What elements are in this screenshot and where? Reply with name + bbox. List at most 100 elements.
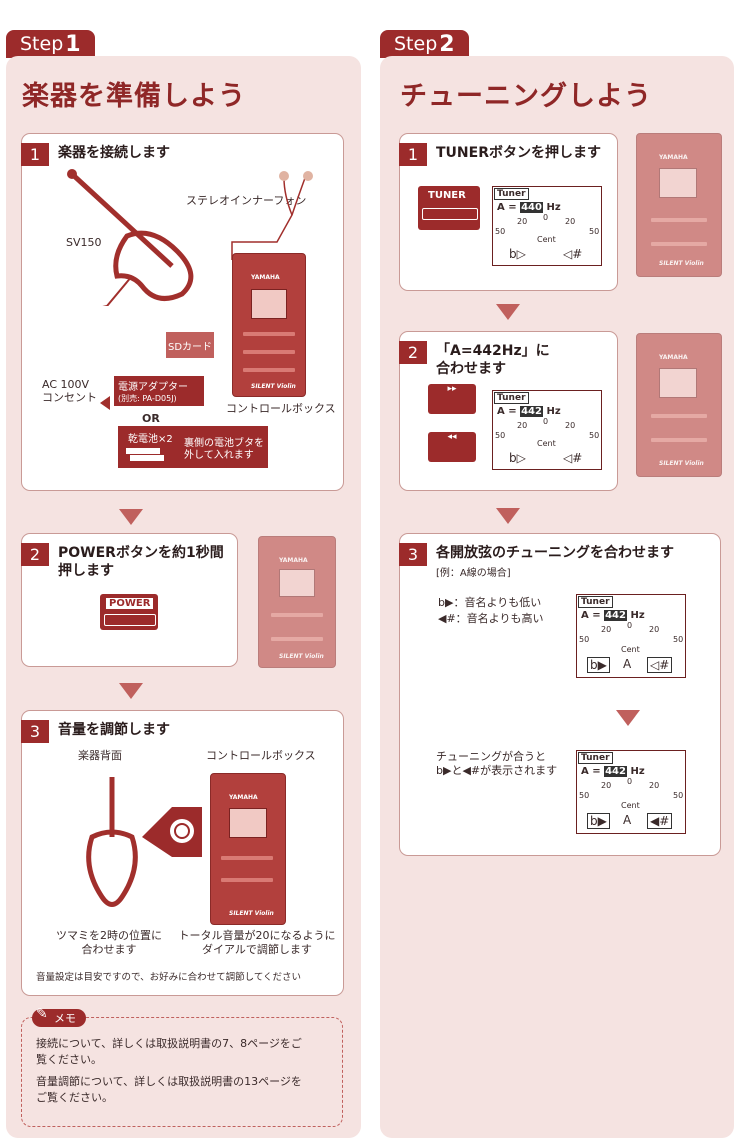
device-brand: YAMAHA bbox=[251, 274, 280, 281]
knob-note: ツマミを2時の位置に 合わせます bbox=[56, 929, 162, 956]
card-title: TUNERボタンを押します bbox=[436, 145, 601, 161]
or-label: OR bbox=[142, 412, 160, 425]
device-buttons bbox=[651, 218, 707, 222]
ac-outlet-label: AC 100V コンセント bbox=[42, 378, 97, 404]
device-buttons bbox=[651, 242, 707, 246]
device-logo: SILENT Violin bbox=[659, 260, 704, 267]
lcd-tick: 0 bbox=[543, 417, 549, 426]
lcd-a-prefix: A = bbox=[581, 610, 601, 621]
down-arrow-icon bbox=[616, 710, 640, 726]
lcd-flat-on: b▶ bbox=[587, 813, 610, 829]
control-box-label: コントロールボックス bbox=[226, 402, 336, 415]
lcd-flat-on: b▶ bbox=[587, 657, 610, 673]
memo-box: メモ ✎ 接続について、詳しくは取扱説明書の7、8ページをご 覧ください。 音量… bbox=[21, 1006, 343, 1127]
model-label: SV150 bbox=[66, 236, 102, 249]
device-logo: SILENT Violin bbox=[251, 383, 296, 390]
memo-item: 音量調節について、詳しくは取扱説明書の13ページを ご覧ください。 bbox=[36, 1075, 302, 1104]
down-button[interactable]: ◂◂ bbox=[428, 432, 476, 462]
control-box-device: YAMAHA SILENT Violin bbox=[232, 253, 306, 397]
frequency-card: 2 「A=442Hz」に 合わせます ▸▸ ◂◂ Tuner A = 442 H… bbox=[399, 331, 618, 491]
step1-tab-num: 1 bbox=[65, 31, 81, 57]
lcd-a-prefix: A = bbox=[497, 202, 517, 213]
device-brand: YAMAHA bbox=[659, 154, 688, 161]
instrument-back-caption: 楽器背面 bbox=[78, 749, 122, 762]
battery-note: 裏側の電池ブタを 外して入れます bbox=[184, 438, 264, 461]
step2-tab-word: Step bbox=[394, 33, 438, 55]
tuner-lcd: Tuner A = 442 Hz 50 20 0 20 50 Cent b▶ A… bbox=[576, 750, 686, 834]
battery-label: 乾電池×2 bbox=[128, 434, 173, 445]
lcd-tuner-label: Tuner bbox=[578, 752, 613, 764]
lcd-frequency: A = 442 Hz bbox=[497, 406, 561, 417]
lcd-hz: Hz bbox=[546, 406, 561, 417]
lcd-cent: Cent bbox=[621, 801, 640, 810]
lcd-tick: 50 bbox=[495, 227, 506, 236]
lcd-flat: b▷ bbox=[509, 247, 526, 261]
control-box-device: YAMAHA SILENT Violin bbox=[210, 773, 286, 925]
control-box-device: YAMAHA SILENT Violin bbox=[636, 333, 722, 477]
card-number: 2 bbox=[399, 341, 427, 364]
power-button[interactable]: POWER bbox=[100, 594, 158, 630]
dial-note: トータル音量が20になるように ダイアルで調節します bbox=[178, 929, 336, 956]
lcd-tick: 20 bbox=[649, 781, 660, 790]
device-screen bbox=[251, 289, 287, 319]
lcd-tick: 50 bbox=[673, 791, 684, 800]
device-logo: SILENT Violin bbox=[279, 653, 324, 660]
lcd-hz: Hz bbox=[630, 766, 645, 777]
device-buttons bbox=[221, 856, 273, 860]
card-number: 3 bbox=[399, 543, 427, 566]
button-slot bbox=[104, 614, 156, 626]
device-buttons bbox=[271, 637, 323, 641]
lcd-tick: 20 bbox=[565, 217, 576, 226]
volume-footnote: 音量設定は目安ですので、お好みに合わせて調節してください bbox=[36, 972, 302, 983]
up-button[interactable]: ▸▸ bbox=[428, 384, 476, 414]
device-brand: YAMAHA bbox=[229, 794, 258, 801]
lcd-tick: 20 bbox=[517, 217, 528, 226]
example-label: [例：A線の場合] bbox=[436, 568, 511, 579]
tuner-lcd: Tuner A = 442 Hz 50 20 0 20 50 Cent b▶ A… bbox=[576, 594, 686, 678]
battery-box: 乾電池×2 裏側の電池ブタを 外して入れます bbox=[118, 426, 268, 468]
volume-card: 3 音量を調節します 楽器背面 コントロールボックス YAMAHA SILENT… bbox=[21, 710, 344, 996]
pen-icon: ✎ bbox=[36, 1006, 48, 1022]
lcd-frequency: A = 442 Hz bbox=[581, 766, 645, 777]
card-number: 1 bbox=[21, 143, 49, 166]
lcd-sharp: ◁# bbox=[647, 657, 673, 673]
adapter-box: 電源アダプター (別売: PA-D05J) bbox=[114, 376, 204, 406]
lcd-tick: 20 bbox=[601, 625, 612, 634]
lcd-frequency: A = 442 Hz bbox=[581, 610, 645, 621]
lcd-tick: 0 bbox=[543, 213, 549, 222]
connect-card: 1 楽器を接続します SV150 ステレオインナーフォン YAMAHA SILE… bbox=[21, 133, 344, 491]
lcd-tick: 50 bbox=[673, 635, 684, 644]
lcd-sharp: ◁# bbox=[563, 247, 583, 261]
lcd-tick: 20 bbox=[517, 421, 528, 430]
power-card: 2 POWERボタンを約1秒間 押します POWER bbox=[21, 533, 238, 667]
card-number: 2 bbox=[21, 543, 49, 566]
adapter-label: 電源アダプター bbox=[118, 382, 188, 393]
down-arrow-icon bbox=[496, 304, 520, 320]
lcd-sharp-on: ◀# bbox=[647, 813, 673, 829]
power-button-label: POWER bbox=[106, 598, 154, 609]
device-screen bbox=[229, 808, 267, 838]
lcd-freq-value: 442 bbox=[520, 406, 543, 417]
lcd-tick: 50 bbox=[579, 635, 590, 644]
down-arrow-icon bbox=[119, 509, 143, 525]
memo-item: 接続について、詳しくは取扱説明書の7、8ページをご 覧ください。 bbox=[36, 1037, 302, 1066]
lcd-cent: Cent bbox=[621, 645, 640, 654]
device-buttons bbox=[243, 332, 295, 336]
down-arrow-icon bbox=[119, 683, 143, 699]
tuner-button[interactable]: TUNER bbox=[418, 186, 480, 230]
lcd-note: A bbox=[623, 813, 632, 827]
lcd-freq-value: 440 bbox=[520, 202, 543, 213]
lcd-tick: 0 bbox=[627, 621, 633, 630]
device-screen bbox=[279, 569, 315, 597]
card-title: 「A=442Hz」に 合わせます bbox=[436, 343, 550, 377]
sd-card: SDカード bbox=[166, 332, 214, 358]
device-buttons bbox=[243, 368, 295, 372]
card-title: 各開放弦のチューニングを合わせます bbox=[436, 545, 674, 561]
tuner-lcd: Tuner A = 440 Hz 50 20 0 20 50 Cent b▷ ◁… bbox=[492, 186, 602, 266]
card-title: 音量を調節します bbox=[58, 722, 170, 738]
control-box-device: YAMAHA SILENT Violin bbox=[258, 536, 336, 668]
arrow-left-icon bbox=[88, 396, 110, 410]
lcd-a-prefix: A = bbox=[497, 406, 517, 417]
device-brand: YAMAHA bbox=[279, 557, 308, 564]
